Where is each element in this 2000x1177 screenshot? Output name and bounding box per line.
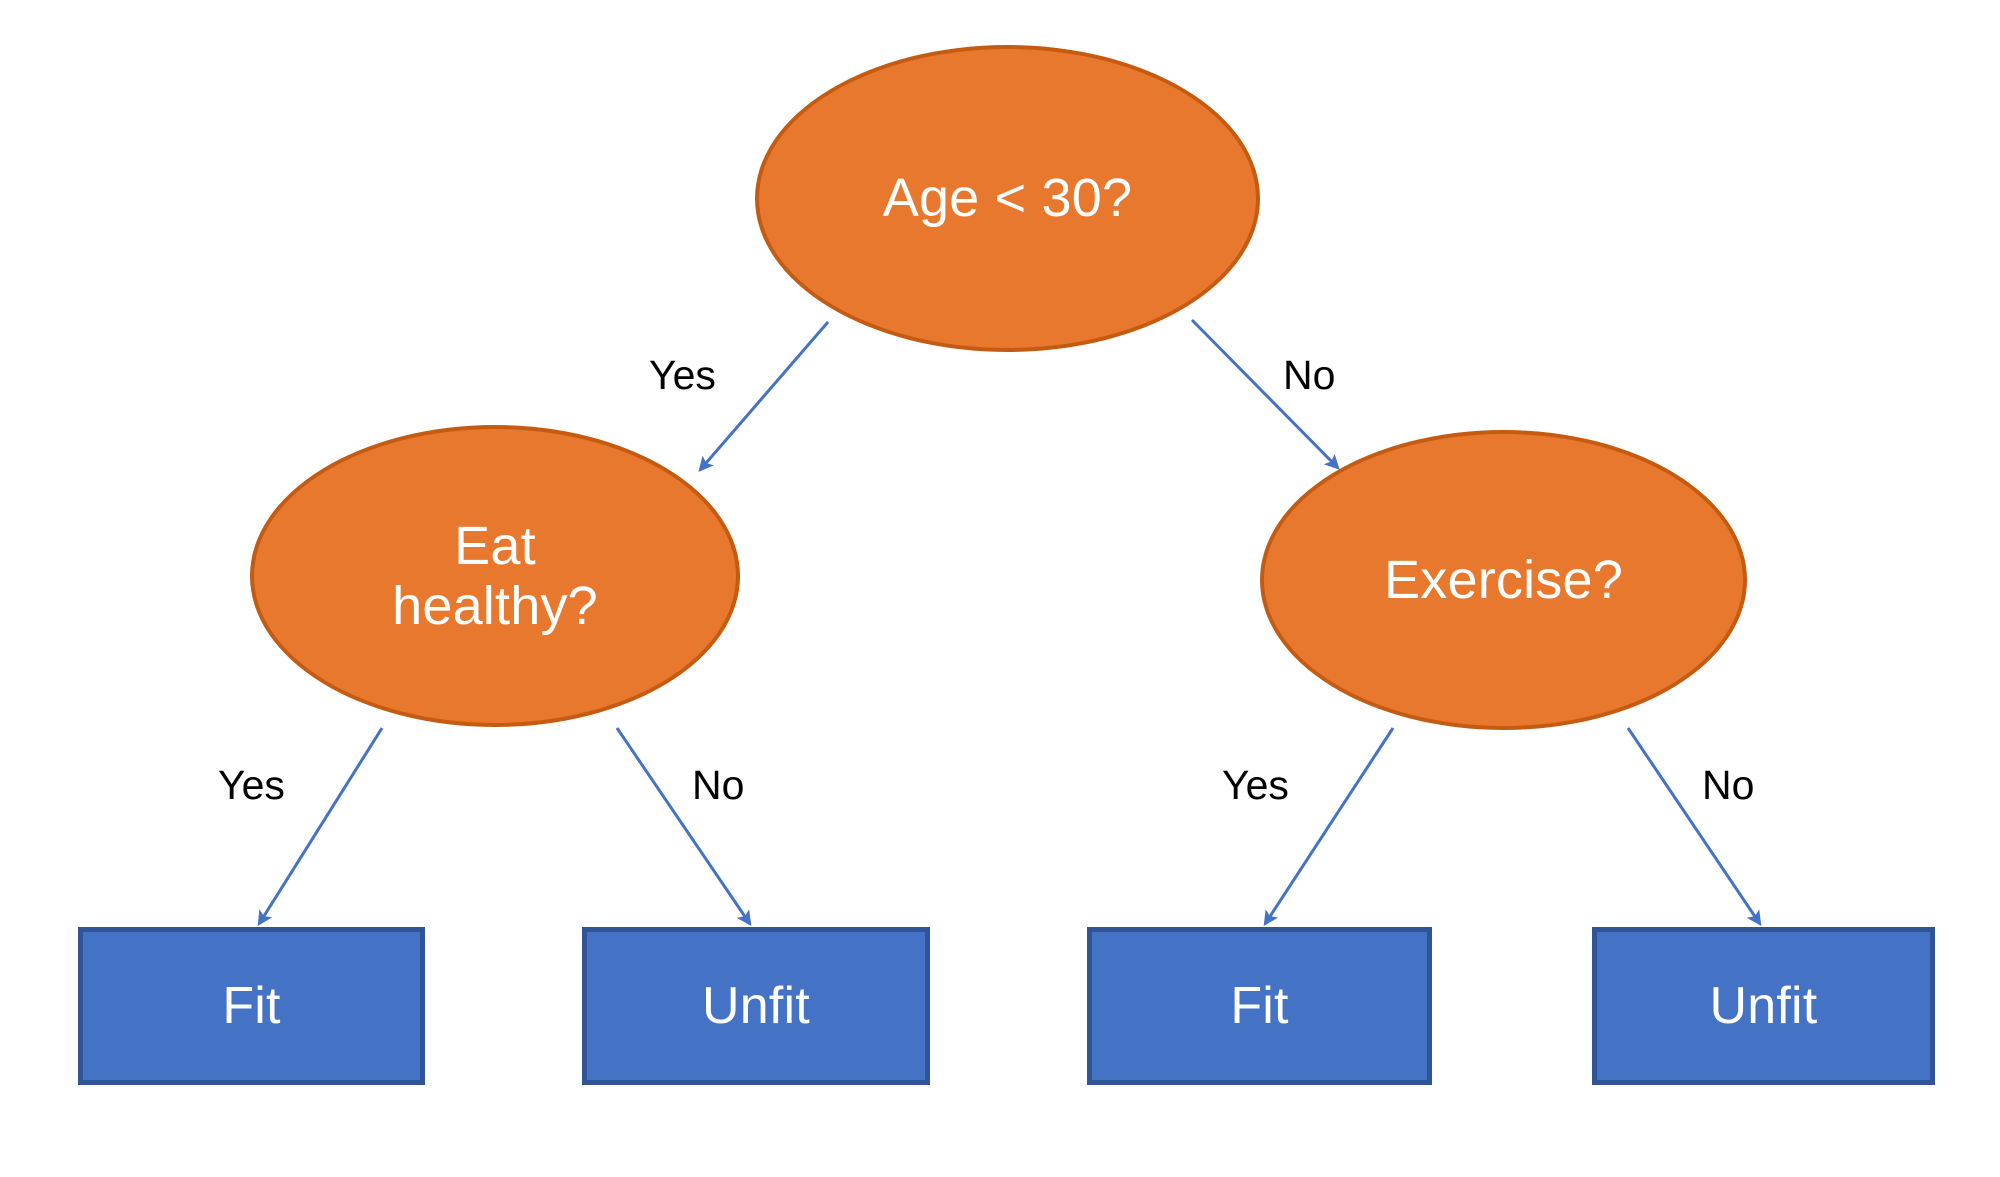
edge-label-root-no: No bbox=[1283, 352, 1336, 398]
edge-label-eat-no: No bbox=[692, 762, 745, 808]
node-label: Exercise? bbox=[1384, 549, 1623, 610]
node-label: Unfit bbox=[1709, 977, 1818, 1035]
node-leaf-fit-2[interactable]: Fit bbox=[1087, 927, 1432, 1085]
node-label: Eat healthy? bbox=[392, 515, 598, 636]
edge-label-exercise-no: No bbox=[1702, 762, 1755, 808]
node-leaf-unfit-1[interactable]: Unfit bbox=[582, 927, 930, 1085]
edge-line bbox=[257, 727, 384, 927]
edge-label-exercise-yes: Yes bbox=[1222, 762, 1289, 808]
node-label: Fit bbox=[222, 977, 281, 1035]
node-label: Age < 30? bbox=[882, 168, 1133, 229]
edge-eat-no bbox=[615, 727, 752, 926]
edge-exercise-no bbox=[1626, 727, 1762, 926]
node-exercise[interactable]: Exercise? bbox=[1260, 430, 1747, 730]
edge-line bbox=[1626, 727, 1762, 926]
edge-line bbox=[615, 727, 752, 926]
edge-exercise-yes bbox=[1263, 727, 1395, 927]
edge-root-yes bbox=[698, 321, 830, 472]
node-label: Unfit bbox=[702, 977, 810, 1035]
node-label: Fit bbox=[1230, 977, 1289, 1035]
edge-label-eat-yes: Yes bbox=[218, 762, 285, 808]
edge-line bbox=[1263, 727, 1395, 927]
node-leaf-fit-1[interactable]: Fit bbox=[78, 927, 425, 1085]
node-root[interactable]: Age < 30? bbox=[755, 45, 1260, 352]
edge-label-root-yes: Yes bbox=[649, 352, 716, 398]
node-eat-healthy[interactable]: Eat healthy? bbox=[250, 425, 740, 727]
node-leaf-unfit-2[interactable]: Unfit bbox=[1592, 927, 1935, 1085]
edge-line bbox=[698, 321, 830, 472]
edge-eat-yes bbox=[257, 727, 384, 927]
